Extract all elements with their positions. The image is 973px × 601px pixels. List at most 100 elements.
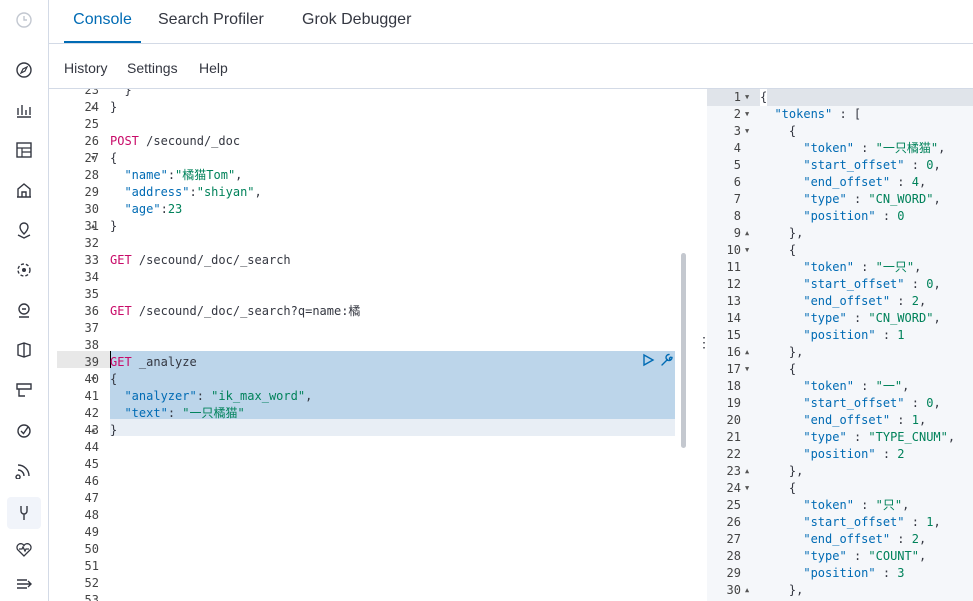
code-line[interactable]	[110, 575, 675, 592]
tab-grok-debugger[interactable]: Grok Debugger	[302, 11, 412, 28]
line-number: 29	[84, 185, 99, 199]
line-number: 39	[84, 355, 99, 369]
history-link[interactable]: History	[64, 60, 108, 76]
apm-icon[interactable]	[12, 418, 36, 442]
line-number: 25	[84, 117, 99, 131]
uptime-icon[interactable]	[12, 378, 36, 402]
line-number: 51	[84, 559, 99, 573]
line-number: 41	[84, 389, 99, 403]
active-gutter-line	[57, 351, 110, 368]
output-line: 7 "type" : "CN_WORD",	[733, 192, 941, 206]
output-line: 13 "end_offset" : 2,	[726, 294, 927, 308]
output-line: 11 "token" : "一只",	[726, 260, 922, 274]
monitoring-icon[interactable]	[12, 537, 36, 561]
side-nav	[0, 0, 49, 601]
canvas-icon[interactable]	[12, 178, 36, 202]
code-line[interactable]	[110, 286, 675, 303]
output-line: 4 "token" : "一只橘猫",	[733, 141, 946, 155]
help-link[interactable]: Help	[199, 60, 228, 76]
code-line[interactable]	[110, 320, 675, 337]
collapse-icon[interactable]	[12, 572, 36, 596]
selection-highlight	[110, 351, 675, 419]
fold-toggle-icon: ▲	[91, 103, 96, 111]
ml-icon[interactable]	[12, 258, 36, 282]
tab-search-profiler[interactable]: Search Profiler	[158, 11, 264, 28]
line-number: 50	[84, 542, 99, 556]
dashboard-icon[interactable]	[12, 138, 36, 162]
code-line[interactable]: "age":23	[124, 202, 183, 216]
code-line[interactable]: "analyzer": "ik_max_word",	[124, 389, 313, 403]
code-line[interactable]	[110, 558, 675, 575]
code-line[interactable]: }	[110, 219, 118, 233]
code-line[interactable]: "address":"shiyan",	[124, 185, 262, 199]
output-line: 5 "start_offset" : 0,	[733, 158, 941, 172]
settings-link[interactable]: Settings	[127, 60, 178, 76]
visualize-icon[interactable]	[12, 98, 36, 122]
tab-console[interactable]: Console	[64, 0, 141, 43]
fold-toggle-icon: ▼	[91, 154, 96, 162]
siem-icon[interactable]	[12, 458, 36, 482]
code-line[interactable]: }	[110, 100, 118, 114]
code-line[interactable]	[110, 507, 675, 524]
code-line[interactable]: "text": "一只橘猫"	[124, 406, 245, 420]
code-line[interactable]	[110, 456, 675, 473]
code-line[interactable]: POST /secound/_doc	[110, 134, 241, 148]
output-line: 9▲ },	[733, 226, 804, 240]
output-line: 15 "position" : 1	[726, 328, 905, 342]
output-line: 20 "end_offset" : 1,	[726, 413, 927, 427]
output-line: 17▼ {	[726, 362, 797, 376]
logs-icon[interactable]	[12, 338, 36, 362]
line-number: 47	[84, 491, 99, 505]
line-number: 34	[84, 270, 99, 284]
output-line: 18 "token" : "一",	[726, 379, 910, 393]
fold-toggle-icon: ▲	[91, 426, 96, 434]
pane-resizer[interactable]: ⋮	[692, 89, 711, 601]
code-line[interactable]	[110, 116, 675, 133]
line-number: 37	[84, 321, 99, 335]
output-line: 28 "type" : "COUNT",	[726, 549, 927, 563]
compass-icon[interactable]	[12, 58, 36, 82]
play-icon[interactable]	[641, 353, 655, 367]
code-line[interactable]	[110, 473, 675, 490]
code-line[interactable]	[110, 541, 675, 558]
code-line[interactable]	[110, 490, 675, 507]
output-line: 3▼ {	[733, 124, 797, 138]
editor-scrollbar[interactable]	[681, 253, 686, 448]
wrench-icon[interactable]	[660, 353, 674, 367]
maps-icon[interactable]	[12, 218, 36, 242]
output-line: 1▼{	[707, 89, 973, 106]
active-line-highlight	[110, 419, 675, 436]
line-number: 44	[84, 440, 99, 454]
code-line[interactable]	[110, 337, 675, 354]
code-line[interactable]	[110, 592, 675, 601]
line-number: 23	[84, 89, 99, 97]
output-line: 19 "start_offset" : 0,	[726, 396, 941, 410]
line-number: 43▲	[84, 423, 99, 437]
clock-icon[interactable]	[12, 8, 36, 32]
line-number: 36	[84, 304, 99, 318]
code-line[interactable]: "name":"橘猫Tom",	[124, 168, 243, 182]
code-line[interactable]	[110, 235, 675, 252]
line-number: 24▲	[84, 100, 99, 114]
code-line[interactable]: GET /secound/_doc/_search?q=name:橘	[110, 304, 361, 318]
code-line[interactable]: {	[110, 372, 118, 386]
line-number: 35	[84, 287, 99, 301]
line-number: 33	[84, 253, 99, 267]
output-line: 25 "token" : "只",	[726, 498, 910, 512]
code-line[interactable]	[110, 269, 675, 286]
code-line[interactable]: }	[110, 89, 132, 97]
output-line: 26 "start_offset" : 1,	[726, 515, 941, 529]
code-line[interactable]: GET _analyze	[110, 355, 197, 369]
code-line[interactable]: }	[110, 423, 118, 437]
dev-tools-icon[interactable]	[7, 497, 41, 529]
code-line[interactable]	[110, 439, 675, 456]
output-line: 30▲ },	[726, 583, 804, 597]
code-line[interactable]: GET /secound/_doc/_search	[110, 253, 291, 267]
output-line: 29 "position" : 3	[726, 566, 905, 580]
code-line[interactable]: {	[110, 151, 118, 165]
response-output[interactable]: 1▼{2▼ "tokens" : [3▼ {4 "token" : "一只橘猫"…	[707, 89, 973, 601]
metrics-icon[interactable]	[12, 298, 36, 322]
code-line[interactable]	[110, 524, 675, 541]
line-number: 46	[84, 474, 99, 488]
